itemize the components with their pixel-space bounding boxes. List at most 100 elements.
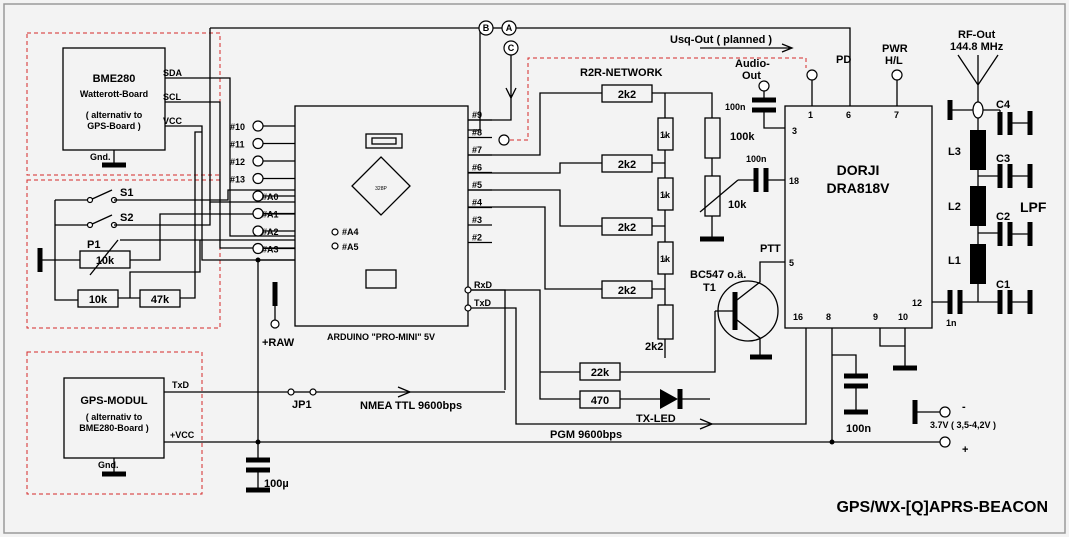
coil-l2-label: L2 [948, 201, 961, 213]
r2r-label: R2R-NETWORK [580, 67, 663, 79]
bme280-gnd-label: Gnd. [90, 152, 111, 162]
arduino-right-pin-label: #8 [472, 128, 482, 138]
pd-label: PD [836, 54, 851, 66]
arduino-pin-a4-label: #A4 [342, 227, 359, 237]
bme280-pin-scl: SCL [163, 92, 182, 102]
battery-plus-terminal[interactable] [939, 436, 951, 448]
nmea-arrow [397, 386, 412, 398]
rf-connector[interactable] [972, 101, 984, 119]
pgm-arrow [699, 418, 714, 430]
r1k-label-c: 1k [660, 254, 671, 264]
dorji-pin-16: 16 [793, 312, 803, 322]
arduino-left-pin-terminal[interactable] [252, 172, 264, 185]
gps-alt2: BME280-Board ) [79, 423, 149, 433]
dorji-pin-10: 10 [898, 312, 908, 322]
transistor-collector [736, 261, 785, 301]
bme280-region [26, 32, 221, 176]
usq-out-label: Usq-Out ( planned ) [670, 34, 772, 46]
arduino-left-pin-terminal[interactable] [252, 137, 264, 150]
pot-10k-wiper [699, 179, 739, 213]
nmea-label: NMEA TTL 9600bps [360, 400, 462, 412]
connector-a-label: A [506, 23, 513, 33]
wire-divider-tap [129, 240, 201, 298]
dorji-name: DORJI [837, 162, 880, 178]
dorji-model: DRA818V [826, 180, 890, 196]
r1k-label-a: 1k [660, 130, 671, 140]
r2r-1k-a-value: 1k [661, 134, 667, 140]
wire-r2r-taps [652, 162, 665, 290]
r2r-2k2-bottom [657, 304, 674, 340]
bme280-sub: Watterott-Board [80, 89, 148, 99]
dorji-dra818v [784, 105, 933, 329]
cap-1n-value: 1n [946, 318, 957, 328]
arduino-right-pin-label: #2 [472, 233, 482, 243]
transistor-type: BC547 o.ä. [690, 269, 746, 281]
rf-out-label: RF-Out [958, 29, 996, 41]
pwr-label: PWR [882, 43, 908, 55]
wire-d4 [468, 206, 602, 290]
dorji-pin-6: 6 [846, 110, 851, 120]
gps-module [63, 377, 165, 459]
dorji-pin-8: 8 [826, 312, 831, 322]
coil-l2 [970, 186, 986, 226]
dorji-pin-18: 18 [789, 176, 799, 186]
bme280-name: BME280 [93, 73, 136, 85]
transistor-emitter [736, 319, 761, 358]
jp1-pin-a[interactable] [287, 388, 295, 396]
wire-audio-pin3 [763, 110, 785, 129]
switch-s2-label: S2 [120, 212, 133, 224]
frame [3, 3, 1066, 534]
switch-s2-lever [89, 214, 113, 226]
usq-connector[interactable] [498, 134, 510, 146]
wire-100n-dorji [832, 354, 857, 374]
r2r-r4-value: 2k2 [618, 285, 636, 297]
arduino-right-pin-label: #5 [472, 180, 482, 190]
potentiometer-p1-wiper [89, 239, 119, 276]
bme280-pin-sda: SDA [163, 68, 183, 78]
dorji-pin-3: 3 [792, 126, 797, 136]
resistor-22k-value: 22k [591, 367, 610, 379]
pwr-terminal[interactable] [891, 69, 903, 81]
switch-s2-contact-a [86, 221, 94, 229]
r1k-label-b: 1k [660, 190, 671, 200]
arduino-pin-a5 [331, 242, 339, 250]
arduino-left-pin-terminal[interactable] [252, 155, 264, 167]
raw-terminal[interactable] [270, 319, 280, 329]
junction-vcc [255, 257, 261, 263]
cap-audio-value: 100n [725, 102, 746, 112]
arduino-name: ARDUINO "PRO-MINI" 5V [327, 332, 435, 342]
bme280-alt1: ( alternativ to [86, 110, 143, 120]
pgm-label: PGM 9600bps [550, 429, 622, 441]
audio-out-terminal[interactable] [758, 80, 770, 92]
wire-s1-a0 [114, 189, 320, 201]
wire-pd [516, 27, 851, 106]
bme280-alt2: GPS-Board ) [87, 121, 141, 131]
coil-l3 [970, 130, 986, 170]
arduino-txd-label: TxD [474, 298, 492, 308]
arduino-left-pin-label: #12 [230, 157, 245, 167]
wire-rxd-gps [471, 289, 506, 390]
arduino-left-pin-label: #11 [230, 140, 245, 150]
battery-label: 3.7V ( 3,5-4,2V ) [930, 420, 996, 430]
arduino-right-pin-label: #3 [472, 215, 482, 225]
wire-sda [165, 77, 320, 237]
r2r-2k2-bottom-value: 2k2 [645, 341, 663, 353]
r2r-r3-value: 2k2 [618, 222, 636, 234]
battery-minus-terminal[interactable] [939, 406, 951, 418]
arduino-crystal [365, 269, 397, 289]
transistor-t1-label: T1 [703, 282, 716, 294]
arduino-left-pin-label: #A3 [262, 245, 279, 255]
arduino-left-pin-label: #10 [230, 122, 245, 132]
wire-d6 [468, 162, 602, 174]
usq-planned-route [510, 57, 807, 141]
dorji-pin1-terminal[interactable] [806, 69, 818, 81]
arduino-rxd-pin [464, 286, 472, 294]
bme280-board [62, 47, 166, 151]
resistor-47k-value: 47k [151, 294, 170, 306]
connector-c-label: C [508, 43, 515, 53]
gps-pin-vcc: +VCC [170, 430, 195, 440]
jp1-pin-b[interactable] [309, 388, 317, 396]
arduino-left-pin-terminal[interactable] [252, 120, 264, 132]
arduino-pin-a5-label: #A5 [342, 242, 359, 252]
